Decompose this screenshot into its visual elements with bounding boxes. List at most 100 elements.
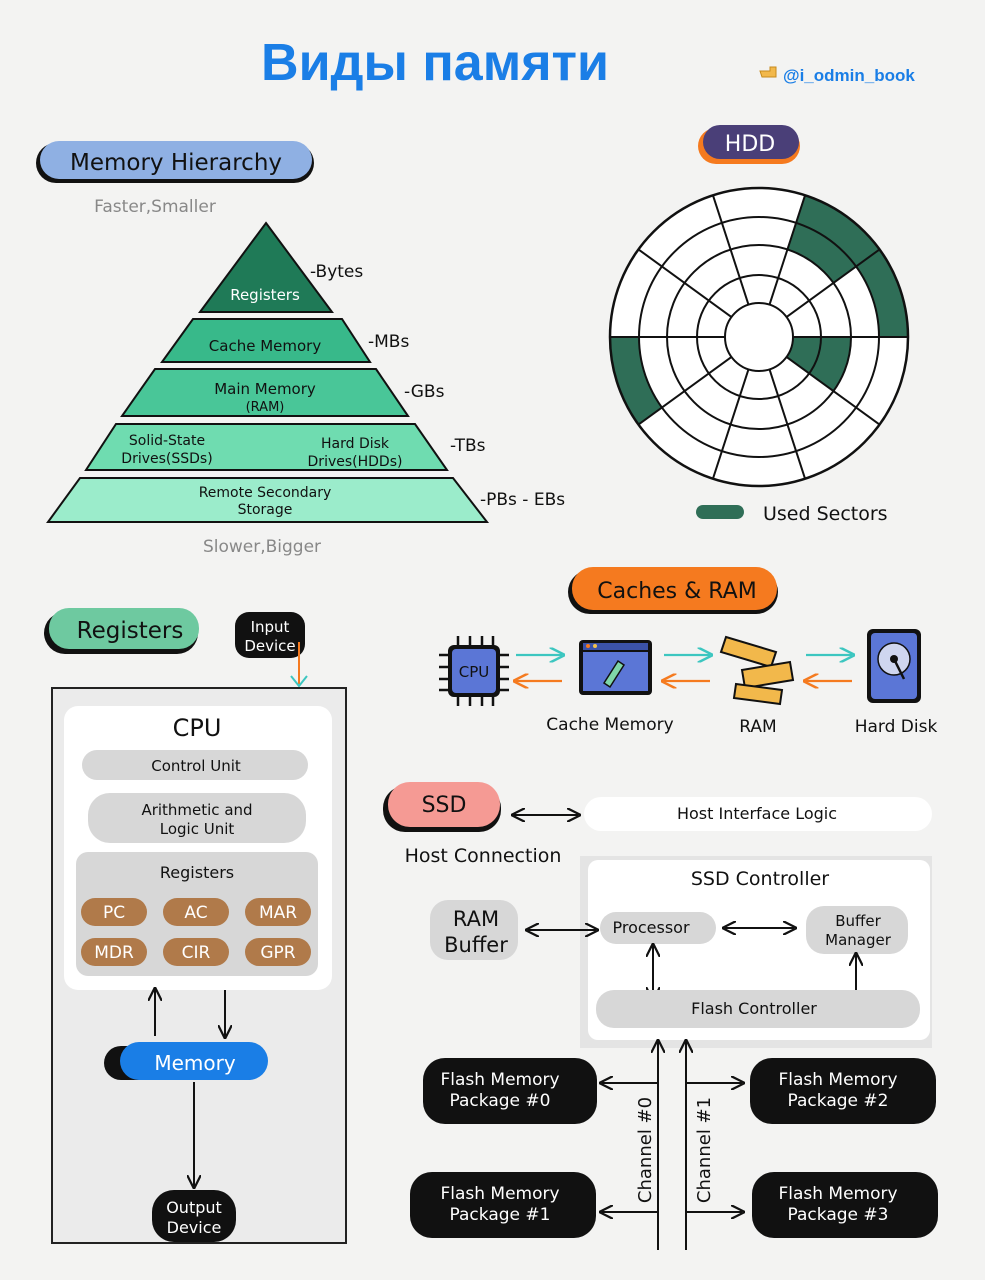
page-title: Виды памяти [261, 34, 609, 92]
registers-box-title: Registers [160, 863, 234, 882]
cpu-chip-icon: CPU [439, 636, 509, 706]
host-interface-label: Host Interface Logic [677, 804, 837, 823]
memory-hierarchy-section: Memory Hierarchy Faster,Smaller Register… [36, 141, 565, 557]
level-ssd-label: Solid-State [129, 433, 205, 449]
memory-label: Memory [154, 1051, 236, 1075]
used-sector-5 [610, 337, 662, 425]
level-registers-label: Registers [230, 286, 300, 304]
level-hdd-label-2: Drives(HDDs) [308, 454, 403, 470]
level-hdd-label: Hard Disk [321, 436, 390, 452]
ram-buffer-label-2: Buffer [444, 933, 508, 957]
hdd-section: HDD Used Sectors [608, 125, 910, 525]
processor-box [600, 912, 716, 944]
flash-package-3 [752, 1172, 938, 1238]
caches-ram-section: Caches & RAM CPU Cache Memory [439, 567, 937, 737]
pyramid-ssd-hdd [84, 423, 449, 471]
alu-label: Arithmetic and [141, 801, 252, 819]
buffer-manager-label: Buffer [835, 912, 881, 930]
flash-package-1-label: Flash Memory [440, 1184, 559, 1204]
sector-divider-9 [637, 248, 733, 318]
flash-package-1-label-2: Package #1 [450, 1205, 551, 1225]
cpu-title: CPU [173, 714, 222, 742]
ssd-controller-title: SSD Controller [691, 868, 829, 890]
flash-package-3-label: Flash Memory [778, 1184, 897, 1204]
channel-1-label: Channel #1 [694, 1097, 715, 1203]
used-sector-4 [786, 337, 821, 374]
host-connection-label: Host Connection [405, 845, 562, 867]
buffer-manager-label-2: Manager [825, 931, 892, 949]
alu-label-2: Logic Unit [160, 820, 235, 838]
flash-package-2-label: Flash Memory [778, 1070, 897, 1090]
sector-divider-6 [712, 369, 750, 480]
size-mbs: -MBs [368, 332, 409, 352]
flash-package-1 [410, 1172, 596, 1238]
register-label-gpr: GPR [260, 943, 295, 963]
register-chip-cir [163, 938, 229, 966]
used-sector-2 [787, 222, 857, 283]
register-chip-mar [245, 898, 311, 926]
hdd-label: HDD [725, 132, 775, 157]
used-sectors-swatch [696, 505, 744, 519]
level-ssd-label-2: Drives(SSDs) [121, 451, 212, 467]
level-main-memory-label: Main Memory [214, 380, 316, 398]
size-bytes: -Bytes [310, 262, 363, 282]
sector-divider-0 [712, 194, 750, 305]
author-handle[interactable]: @i_odmin_book [783, 66, 915, 85]
input-device-label-2: Device [244, 637, 295, 655]
ram-label: RAM [739, 717, 776, 737]
cache-memory-icon [579, 640, 652, 695]
pyramid-cache [160, 318, 372, 363]
input-arrow-head [290, 675, 308, 688]
ram-buffer-label: RAM [453, 907, 499, 931]
register-label-cir: CIR [182, 943, 211, 963]
cache-memory-label: Cache Memory [546, 715, 673, 735]
flash-package-2 [750, 1058, 936, 1124]
used-sectors-legend: Used Sectors [763, 503, 888, 525]
size-tbs: -TBs [450, 436, 486, 456]
hard-disk-icon [867, 629, 921, 703]
control-unit-box [82, 750, 308, 780]
input-device-label: Input [251, 618, 290, 636]
sector-divider-1 [768, 194, 806, 305]
buffer-manager-box [806, 906, 908, 954]
output-device-label: Output [166, 1198, 222, 1217]
level-remote-label-2: Storage [238, 502, 293, 518]
caches-ram-label: Caches & RAM [597, 579, 756, 604]
register-label-mar: MAR [259, 903, 297, 923]
memory-pill [120, 1042, 268, 1080]
register-chip-pc [81, 898, 147, 926]
memory-hierarchy-label: Memory Hierarchy [70, 150, 282, 176]
ram-icon [719, 635, 795, 706]
flash-package-0 [423, 1058, 597, 1124]
sector-divider-2 [785, 248, 881, 318]
registers-label: Registers [77, 618, 184, 644]
sector-divider-4 [785, 356, 881, 426]
flash-controller-box [596, 990, 920, 1028]
register-label-pc: PC [103, 903, 125, 923]
flash-package-2-label-2: Package #2 [788, 1091, 889, 1111]
flash-package-0-label: Flash Memory [440, 1070, 559, 1090]
sector-divider-7 [637, 356, 733, 426]
register-chip-gpr [245, 938, 311, 966]
host-interface-box [584, 797, 932, 831]
hdd-platter [608, 186, 910, 488]
flash-package-0-label-2: Package #0 [450, 1091, 551, 1111]
level-main-memory-label-2: (RAM) [246, 400, 285, 415]
ssd-label: SSD [422, 793, 467, 818]
input-device-badge [235, 612, 305, 658]
register-label-ac: AC [184, 903, 207, 923]
output-device-badge [152, 1190, 236, 1242]
size-pbs-ebs: -PBs - EBs [480, 490, 565, 510]
ssd-section: SSD Host Connection Host Interface Logic… [383, 782, 938, 1250]
hard-disk-label: Hard Disk [855, 717, 938, 737]
registers-section: Registers Input Device CPU Control Unit … [44, 608, 347, 1244]
control-unit-label: Control Unit [151, 757, 241, 775]
size-gbs: -GBs [404, 382, 445, 402]
register-label-mdr: MDR [94, 943, 134, 963]
register-chip-mdr [81, 938, 147, 966]
channel-0-label: Channel #0 [635, 1097, 656, 1203]
pointing-hand-icon [759, 66, 777, 78]
flash-package-3-label-2: Package #3 [788, 1205, 889, 1225]
ram-buffer-box [430, 900, 518, 960]
